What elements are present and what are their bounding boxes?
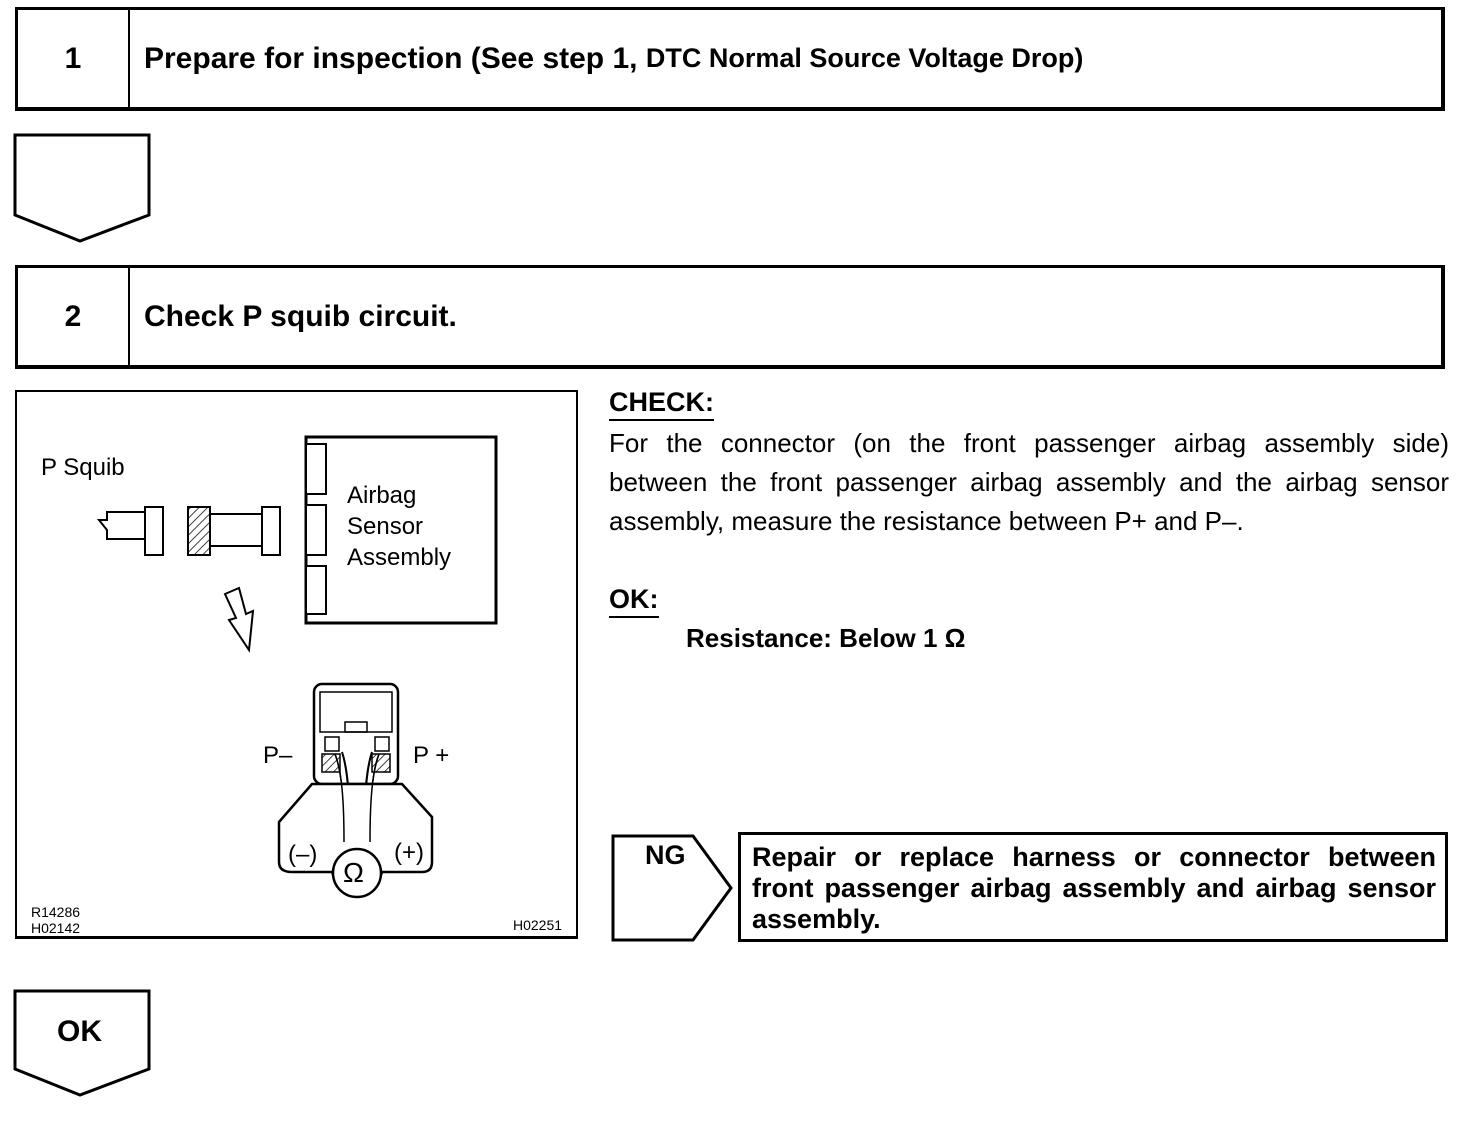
- step-1-title-main: Prepare for inspection (See step 1,: [144, 41, 638, 75]
- assembly-label-line1: Airbag: [347, 482, 417, 509]
- squib-connector: [144, 506, 164, 556]
- check-heading: CHECK:: [609, 385, 714, 421]
- diagram-drawing: [96, 435, 498, 899]
- ok-heading: OK:: [609, 582, 659, 618]
- assembly-label-line2: Sensor: [347, 513, 424, 540]
- ohm-icon: Ω: [343, 857, 364, 888]
- ng-action-box: [738, 832, 1448, 942]
- figure-code: H02251: [513, 917, 563, 933]
- figure-code: H02142: [31, 920, 81, 936]
- down-arrow-icon: [13, 133, 151, 243]
- ng-action-text: Repair or replace harness or connector b…: [752, 842, 1436, 934]
- step-2-number: 2: [18, 268, 130, 365]
- check-instructions: For the connector (on the front passenge…: [609, 428, 1449, 536]
- mating-connector: [187, 506, 211, 556]
- terminal-plus: [371, 753, 391, 773]
- squib-plug: [96, 511, 146, 540]
- step-2-title: Check P squib circuit.: [144, 299, 457, 333]
- assembly-label-line3: Assembly: [347, 544, 452, 571]
- sensor-slot: [305, 504, 327, 556]
- step-1-title: Prepare for inspection (See step 1, DTC …: [144, 10, 1083, 107]
- step-1-box: 1 Prepare for inspection (See step 1, DT…: [15, 7, 1445, 111]
- meter-minus-label: (–): [288, 841, 318, 868]
- ok-label: OK: [57, 1015, 102, 1048]
- sensor-slot: [305, 565, 327, 615]
- hollow-arrow-icon: [223, 586, 255, 653]
- figure-code: R14286: [31, 904, 81, 920]
- step-1-title-tail: DTC Normal Source Voltage Drop): [645, 43, 1084, 73]
- ohmmeter-dial: [331, 847, 383, 899]
- p-minus-label: P–: [263, 742, 293, 769]
- connector-diagram: P Squib Airbag Sensor Assembly P– P + (–…: [15, 390, 578, 939]
- harness-body: [209, 513, 263, 547]
- meter-plus-label: (+): [394, 839, 424, 866]
- harness-connector: [261, 506, 281, 556]
- resistance-spec: Resistance: Below 1 Ω: [686, 623, 966, 653]
- ok-down-arrow-icon: [13, 989, 151, 1097]
- right-arrow-icon: [611, 834, 733, 942]
- step-2-box: 2 Check P squib circuit.: [15, 265, 1445, 369]
- sensor-slot: [305, 443, 327, 495]
- terminal-minus: [321, 753, 341, 773]
- p-squib-label: P Squib: [41, 454, 125, 481]
- step-1-number: 1: [18, 10, 130, 107]
- ng-label: NG: [645, 840, 686, 870]
- p-plus-label: P +: [413, 742, 450, 769]
